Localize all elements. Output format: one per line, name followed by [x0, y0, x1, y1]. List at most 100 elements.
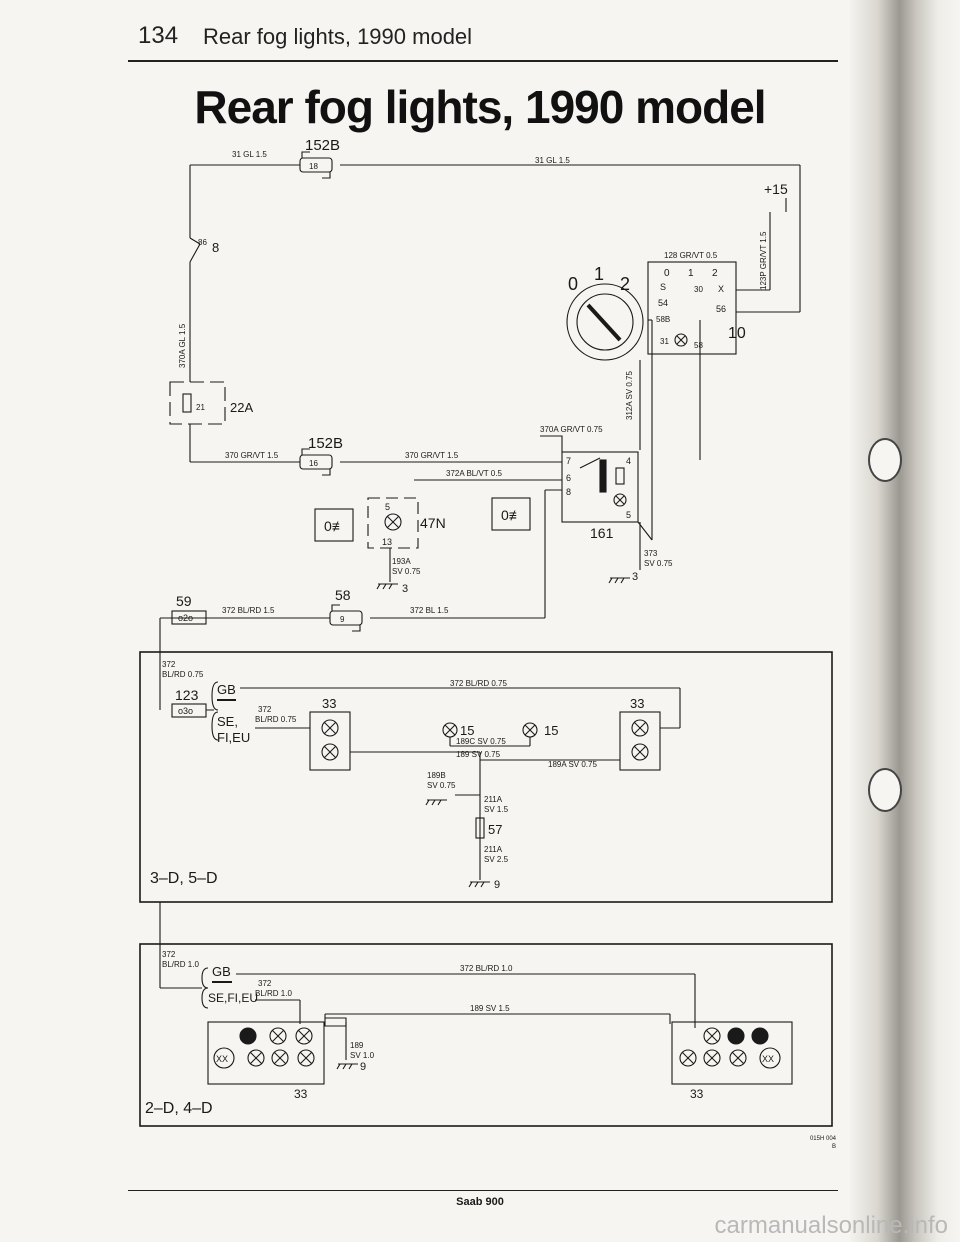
- figure-code: 015H 004 B: [806, 1135, 836, 1151]
- wire-label: SV 1.5: [484, 805, 509, 814]
- terminal: S: [660, 282, 666, 292]
- connector-152b-top: [299, 151, 333, 179]
- ignition-switch: [566, 283, 644, 361]
- rear-light-unit-left: [309, 711, 480, 771]
- wire-label: 189B: [427, 771, 446, 780]
- figure-code-line: B: [831, 1144, 836, 1150]
- variant-label: 2–D, 4–D: [145, 1100, 213, 1117]
- wire-label: 123P GR/VT 1.5: [759, 231, 768, 290]
- foglight-indicator-left: 0≢: [314, 508, 354, 542]
- relay-161: [540, 319, 653, 541]
- rear-light-cluster-left: [207, 1021, 325, 1085]
- wire-31-ground: [189, 164, 800, 382]
- page-number: 134: [138, 22, 179, 49]
- connector-label: 152B: [305, 137, 340, 154]
- rear-light-cluster-right: [671, 1021, 793, 1085]
- relay-pin: 6: [566, 473, 571, 483]
- ground-label: 9: [360, 1061, 366, 1073]
- wire-label: 128 GR/VT 0.5: [664, 251, 718, 260]
- ground-symbol: [336, 1063, 358, 1070]
- terminal: 54: [658, 298, 668, 308]
- pin-label: o2o: [178, 613, 193, 623]
- wire-label: 370 GR/VT 1.5: [225, 451, 279, 460]
- relay-pin: 8: [566, 487, 571, 497]
- terminal: 31: [660, 337, 669, 346]
- terminal: 56: [716, 304, 726, 314]
- component-number: 33: [690, 1087, 704, 1101]
- connector-59: [171, 610, 207, 625]
- terminal: 1: [688, 268, 694, 279]
- ground-symbol: [425, 799, 447, 806]
- relay-pin: 4: [626, 456, 631, 466]
- switch-position: 0: [568, 274, 578, 294]
- bulb-label: XX: [216, 1054, 228, 1064]
- wire-label: 312A SV 0.75: [625, 371, 634, 420]
- component-number: 161: [590, 525, 614, 541]
- pin-label: 18: [309, 162, 318, 171]
- wire-label: 189 SV 0.75: [456, 750, 501, 759]
- wire-label: 370A GL 1.5: [178, 323, 187, 368]
- fuse-label: 22A: [230, 400, 253, 415]
- indicator-bulb-47n: [367, 497, 419, 582]
- wire-label: 372: [258, 979, 272, 988]
- fuse-pin: 21: [196, 403, 205, 412]
- terminal: 58B: [656, 315, 670, 324]
- binder-hole-bottom: [868, 768, 902, 812]
- connector-152b-mid: [299, 448, 333, 476]
- footer-rule: [128, 1190, 838, 1191]
- component-number: 47N: [420, 515, 446, 531]
- wire-label: 372A BL/VT 0.5: [446, 469, 502, 478]
- component-number: 15: [460, 723, 474, 738]
- pin-label: 13: [382, 537, 392, 547]
- panel-3d-5d: [139, 651, 833, 903]
- ground-label: 3: [402, 583, 408, 595]
- wire-label: 370A GR/VT 0.75: [540, 425, 603, 434]
- wire-label: 189: [350, 1041, 364, 1050]
- component-number: 57: [488, 822, 502, 837]
- relay-pin: 7: [566, 456, 571, 466]
- wire-label: SV 0.75: [644, 559, 673, 568]
- bulb-label: XX: [762, 1054, 774, 1064]
- pin-label: o3o: [178, 706, 193, 716]
- rear-foglight-left: [442, 722, 458, 738]
- market-label: FI,EU: [217, 730, 250, 745]
- wire-label: 372 BL/RD 1.5: [222, 606, 275, 615]
- market-label: GB: [212, 964, 231, 979]
- watermark: carmanualsonline.info: [714, 1212, 948, 1239]
- component-number: 10: [728, 325, 746, 342]
- header-rule: [128, 60, 838, 62]
- relay-pin: 5: [626, 510, 631, 520]
- pin-label: 9: [340, 615, 345, 624]
- ground-label: 9: [494, 879, 500, 891]
- wire-label: 31 GL 1.5: [232, 150, 267, 159]
- supply-label: +15: [764, 181, 788, 197]
- terminal: 2: [712, 268, 718, 279]
- pin-label: 16: [309, 459, 318, 468]
- connector-label: 8: [212, 240, 219, 255]
- svg-text:0≢: 0≢: [324, 518, 346, 534]
- pin-label: 5: [385, 502, 390, 512]
- foglight-indicator-right: 0≢: [491, 497, 531, 531]
- market-label: GB: [217, 682, 236, 697]
- connector-label: 152B: [308, 435, 343, 452]
- connector-label: 58: [335, 587, 351, 603]
- wire-label: 193A: [392, 557, 411, 566]
- wire-label: 372 BL/RD 0.75: [450, 679, 507, 688]
- rear-foglight-right: [522, 722, 538, 738]
- scan-edge-shadow: [850, 0, 960, 1242]
- running-header: Rear fog lights, 1990 model: [203, 24, 473, 49]
- svg-text:0≢: 0≢: [501, 507, 523, 523]
- wire-label: 211A: [484, 795, 503, 804]
- terminal: X: [718, 284, 724, 294]
- footer-text: Saab 900: [456, 1196, 504, 1208]
- switch-10-block: [647, 261, 737, 460]
- wire-label: 189 SV 1.5: [470, 1004, 510, 1013]
- market-label: SE,FI,EU: [208, 991, 258, 1005]
- terminal: 0: [664, 268, 670, 279]
- component-number: 33: [294, 1087, 308, 1101]
- ground-label: 3: [632, 571, 638, 583]
- switch-position: 1: [594, 264, 604, 284]
- wire-label: SV 1.0: [350, 1051, 375, 1060]
- wire-label: 372 BL/RD 1.0: [460, 964, 513, 973]
